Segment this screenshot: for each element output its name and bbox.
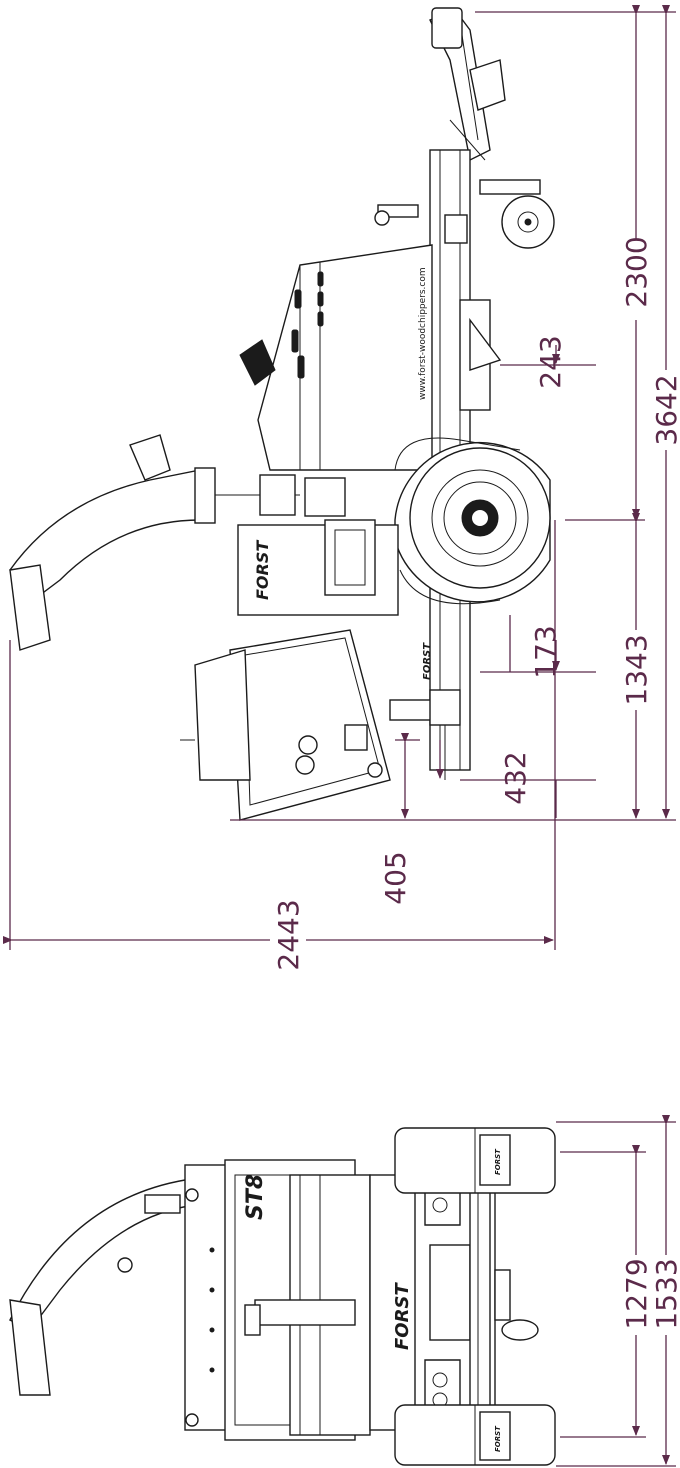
- side-brand-label: FORST: [253, 540, 272, 600]
- front-wheel-bottom: FORST: [394, 1404, 556, 1466]
- front-chute: [9, 1179, 196, 1396]
- dim-label-3642: 3642: [650, 374, 680, 445]
- dim-label-1343: 1343: [620, 634, 653, 705]
- discharge-chute: [9, 434, 346, 651]
- dim-label-1279: 1279: [620, 1258, 653, 1329]
- dim-label-1533: 1533: [650, 1258, 680, 1329]
- front-hopper: ST8: [184, 1159, 371, 1441]
- dimension-labels: 2300 3642 243 1343 173 432 405 2443 1279…: [270, 236, 680, 1335]
- rear-stand: FORST: [389, 642, 461, 780]
- dim-label-432: 432: [499, 751, 532, 804]
- side-view-machine: www.forst-woodchippers.com FOR: [9, 7, 555, 821]
- chassis-brand-label: FORST: [422, 642, 433, 680]
- towbar: [429, 7, 506, 162]
- website-label: www.forst-woodchippers.com: [418, 267, 428, 400]
- svg-text:FORST: FORST: [494, 1148, 502, 1175]
- front-view-machine: ST8 FORST FORST: [9, 1127, 556, 1466]
- dim-label-405: 405: [379, 851, 412, 904]
- infeed-hopper: [180, 629, 391, 821]
- crusher-housing: FORST: [237, 519, 399, 616]
- hood-vents: [291, 271, 324, 379]
- jockey-wheel: [374, 179, 555, 249]
- model-label: ST8: [243, 1174, 268, 1220]
- front-brand-label: FORST: [392, 1282, 413, 1350]
- main-wheel: [394, 437, 551, 605]
- front-wheel-top: FORST: [394, 1127, 556, 1194]
- svg-text:FORST: FORST: [494, 1425, 502, 1452]
- dim-label-2300: 2300: [620, 236, 653, 307]
- dim-label-243: 243: [534, 335, 567, 388]
- dim-label-2443: 2443: [272, 899, 305, 970]
- dim-label-173: 173: [529, 625, 562, 678]
- engine-hood: www.forst-woodchippers.com: [239, 244, 433, 471]
